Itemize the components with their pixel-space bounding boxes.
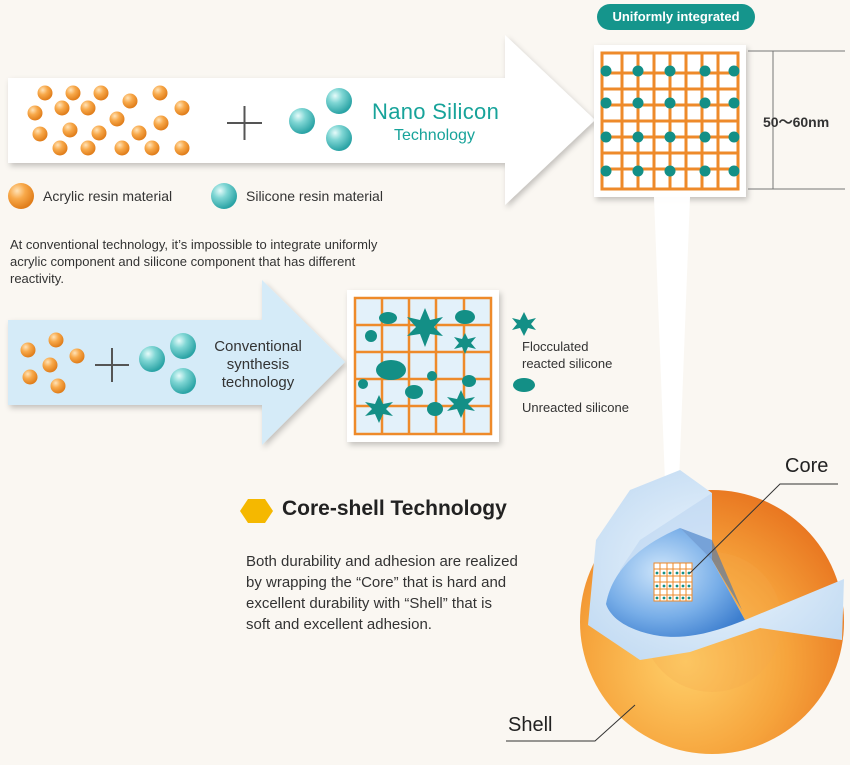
acrylic-particles-top bbox=[27, 85, 190, 156]
core-shell-sphere bbox=[580, 470, 844, 754]
plus-icon bbox=[227, 106, 262, 140]
note-line-2: acrylic component and silicone component… bbox=[10, 254, 356, 269]
uniformly-integrated-badge: Uniformly integrated bbox=[597, 4, 755, 30]
core-leader-line bbox=[689, 483, 838, 574]
hexagon-icon bbox=[240, 499, 273, 523]
uniform-grid bbox=[594, 45, 746, 197]
unreacted-legend-icon bbox=[513, 378, 535, 392]
flocculated-legend-icon bbox=[512, 312, 536, 336]
core-shell-title: Core-shell Technology bbox=[282, 497, 507, 520]
desc-line-1: Both durability and adhesion are realize… bbox=[246, 553, 518, 570]
flocculated-line-2: reacted silicone bbox=[522, 356, 613, 371]
nonuniform-grid bbox=[347, 290, 499, 442]
acrylic-particles-bottom bbox=[20, 332, 85, 394]
core-shell-description: Both durability and adhesion are realize… bbox=[246, 551, 576, 635]
nano-silicon-subtitle: Technology bbox=[394, 127, 475, 144]
shell-label: Shell bbox=[508, 714, 553, 736]
flocculated-line-1: Flocculated bbox=[522, 339, 589, 354]
note-line-1: At conventional technology, it’s impossi… bbox=[10, 237, 378, 252]
desc-line-3: excellent durability with “Shell” that i… bbox=[246, 595, 492, 612]
silicone-legend-label: Silicone resin material bbox=[246, 188, 383, 204]
conventional-line-3: technology bbox=[221, 374, 295, 391]
desc-line-2: by wrapping the “Core” that is hard and bbox=[246, 574, 507, 591]
dimension-label: 50〜60nm bbox=[763, 114, 830, 130]
nano-silicon-title: Nano Silicon bbox=[372, 99, 500, 124]
shell-leader-line bbox=[506, 704, 636, 742]
conventional-line-1: Conventional bbox=[214, 338, 302, 355]
silicone-particles-bottom bbox=[139, 333, 196, 394]
acrylic-legend-icon bbox=[8, 183, 34, 209]
silicone-legend-icon bbox=[211, 183, 237, 209]
core-label: Core bbox=[785, 455, 829, 477]
conventional-label: Conventional synthesis technology bbox=[196, 338, 320, 392]
silicone-particles-top bbox=[289, 88, 352, 151]
acrylic-legend-label: Acrylic resin material bbox=[43, 188, 173, 204]
desc-line-4: soft and excellent adhesion. bbox=[246, 616, 432, 633]
dimension-bracket bbox=[748, 50, 845, 190]
conventional-line-2: synthesis bbox=[226, 356, 290, 373]
conventional-arrow bbox=[8, 280, 345, 445]
note-line-3: reactivity. bbox=[10, 271, 64, 286]
unreacted-legend-label: Unreacted silicone bbox=[522, 400, 629, 415]
zoom-connector bbox=[654, 197, 690, 560]
flocculated-legend-label: Flocculated reacted silicone bbox=[522, 338, 612, 372]
plus-icon-bottom bbox=[95, 348, 129, 382]
